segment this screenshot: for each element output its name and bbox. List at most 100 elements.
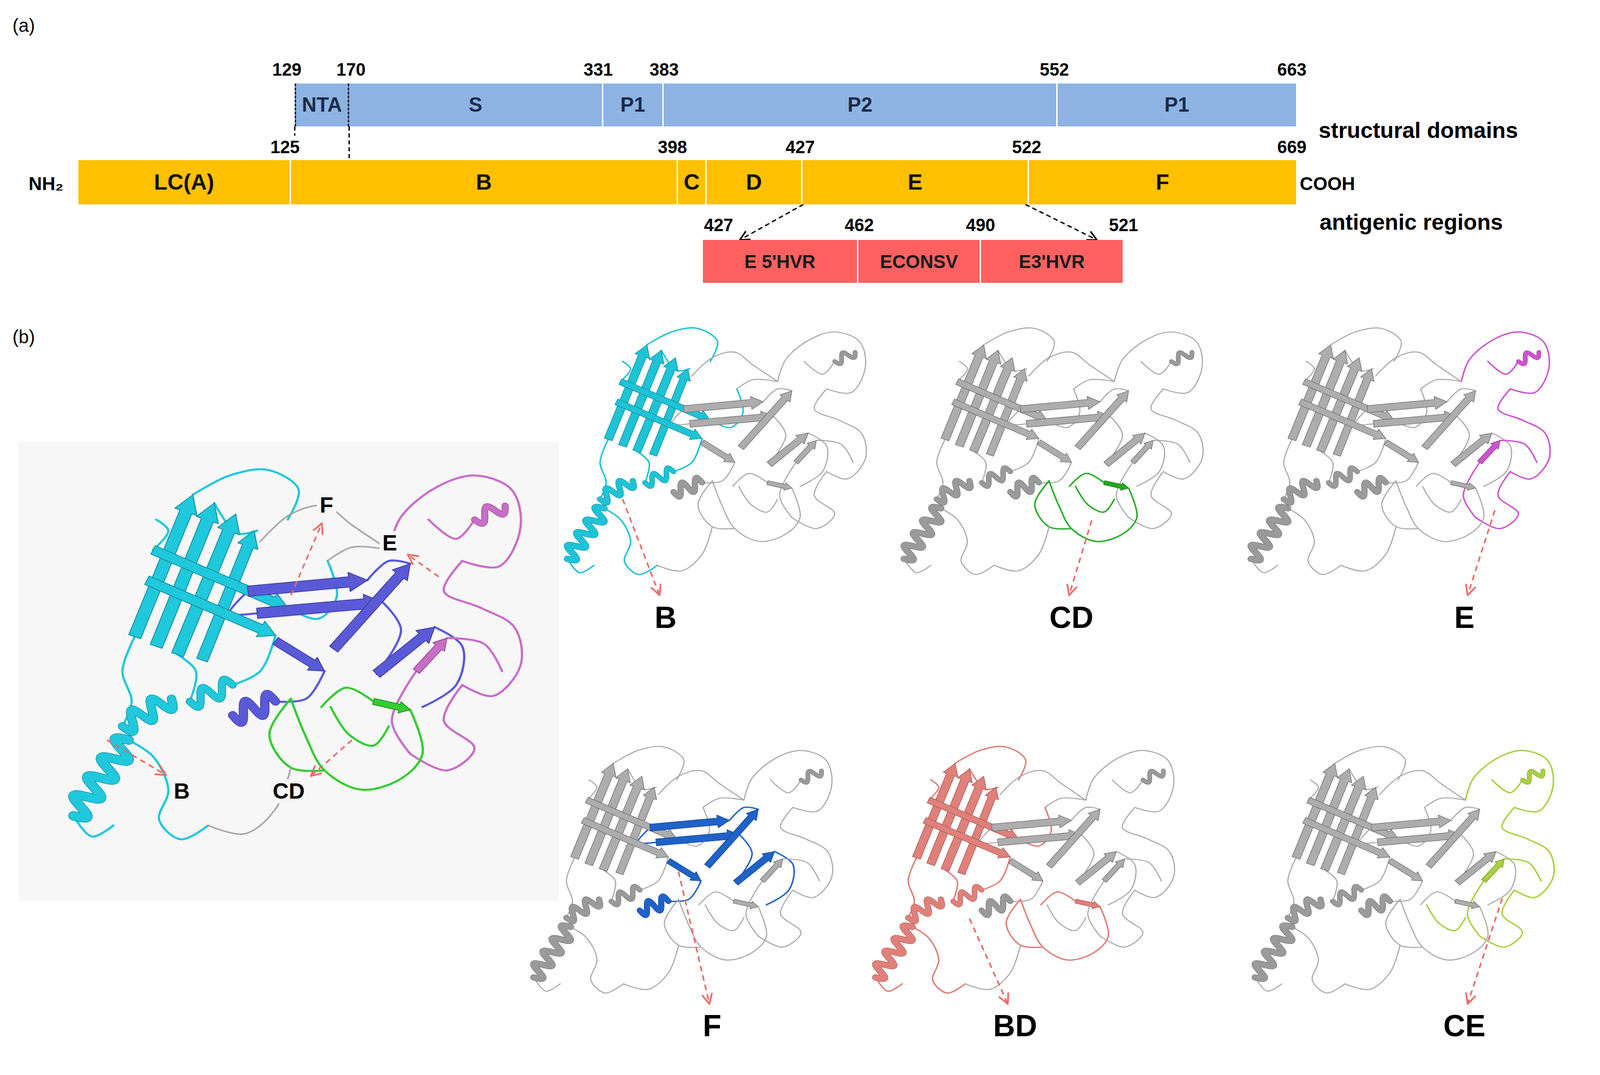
protein-helix (936, 480, 971, 503)
protein-sheet (927, 797, 1019, 840)
protein-loop (321, 687, 374, 707)
protein-helix (600, 480, 634, 503)
protein-loop (1010, 438, 1039, 472)
protein-helix (1255, 925, 1292, 979)
pointer-arrow (310, 739, 352, 776)
protein-loop (388, 475, 522, 568)
protein-loop (1426, 904, 1466, 931)
region-label: E (907, 170, 923, 195)
protein-helix (981, 895, 1011, 915)
protein-loop (1504, 858, 1541, 881)
protein-sheet (1388, 858, 1423, 881)
view-label: CE (1440, 1008, 1489, 1043)
protein-loop (1028, 351, 1115, 382)
protein-loop (1324, 869, 1338, 901)
protein-loop (1396, 480, 1485, 542)
residue-number: 663 (1277, 60, 1307, 80)
protein-structure (1255, 746, 1554, 994)
protein-loop (1100, 889, 1143, 947)
pointer-arrow (107, 739, 167, 775)
residue-number: 462 (844, 215, 874, 236)
protein-loop (816, 440, 854, 463)
protein-structure (567, 327, 867, 575)
protein-loop (791, 471, 835, 529)
protein-loop (668, 880, 702, 901)
protein-sheet (1046, 808, 1101, 869)
residue-number: 427 (703, 215, 733, 236)
protein-loop (1379, 770, 1466, 800)
protein-helix (611, 886, 640, 905)
protein-helix (644, 467, 674, 487)
protein-sheet (1477, 440, 1501, 464)
pointer-arrow (291, 523, 322, 595)
protein-loop (745, 880, 762, 936)
protein-structure (1250, 327, 1550, 575)
protein-loop (1048, 480, 1137, 542)
protein-loop (275, 671, 325, 702)
structure-panel (18, 441, 560, 902)
protein-helix-edge (1522, 770, 1543, 783)
protein-sheet (955, 378, 1047, 422)
protein-loop (1492, 779, 1523, 793)
protein-helix-edge (1283, 480, 1318, 503)
residue-number: 170 (336, 60, 366, 80)
protein-helix (952, 886, 982, 905)
protein-loop (1501, 807, 1554, 898)
antigenic-region: E (801, 160, 1028, 205)
protein-loop (1389, 880, 1423, 901)
region-label: C (683, 170, 700, 195)
residue-number: 129 (272, 60, 302, 80)
protein-sheet (1371, 814, 1452, 832)
protein-sheet (767, 433, 809, 467)
protein-structure (875, 746, 1175, 994)
protein-loop (128, 739, 209, 839)
protein-loop (1128, 471, 1172, 529)
structure-region-label: B (171, 779, 193, 804)
protein-loop (965, 945, 1021, 990)
protein-loop (657, 526, 713, 572)
subregion: E 5'HVR (702, 239, 857, 283)
protein-loop (782, 858, 820, 881)
protein-helix (232, 693, 276, 723)
protein-sheet (666, 858, 702, 881)
protein-helix (1357, 477, 1386, 497)
protein-loop (443, 560, 523, 696)
protein-loop (1465, 750, 1554, 812)
subregion: E3'HVR (979, 239, 1123, 283)
protein-helix (1171, 351, 1192, 364)
protein-helix-edge (673, 477, 702, 497)
pointer-arrow (1069, 520, 1092, 595)
region-label: P1 (620, 93, 646, 116)
protein-sheet (700, 440, 735, 463)
region-label: NTA (301, 93, 342, 116)
domain-boundary (294, 126, 296, 136)
protein-sheet (1450, 480, 1476, 491)
protein-helix (474, 505, 506, 524)
protein-sheet (585, 797, 677, 840)
protein-helix-edge (190, 678, 233, 707)
protein-sheet (150, 545, 288, 610)
protein-loop (945, 869, 958, 901)
protein-helix-edge (1255, 925, 1292, 979)
protein-loop (701, 462, 735, 483)
protein-sheet (767, 480, 792, 491)
protein-loop (803, 361, 835, 375)
protein-loop (658, 770, 744, 800)
protein-sheet (733, 898, 759, 909)
structure-region-label: F (316, 493, 336, 518)
protein-helix-edge (1328, 467, 1358, 487)
protein-helix-edge (611, 886, 640, 905)
region-label: B (475, 170, 493, 195)
protein-loop (1416, 473, 1452, 487)
protein-loop (1122, 807, 1175, 898)
protein-loop (428, 519, 475, 539)
protein-sheet (704, 808, 758, 869)
protein-helix-edge (600, 480, 634, 503)
protein-loop (1069, 473, 1105, 487)
protein-loop (1422, 486, 1462, 512)
protein-sheet (1481, 858, 1505, 883)
protein-loop (1141, 361, 1172, 375)
pointer-arrow (1467, 510, 1495, 595)
protein-helix (981, 467, 1011, 487)
protein-helix (566, 898, 601, 922)
